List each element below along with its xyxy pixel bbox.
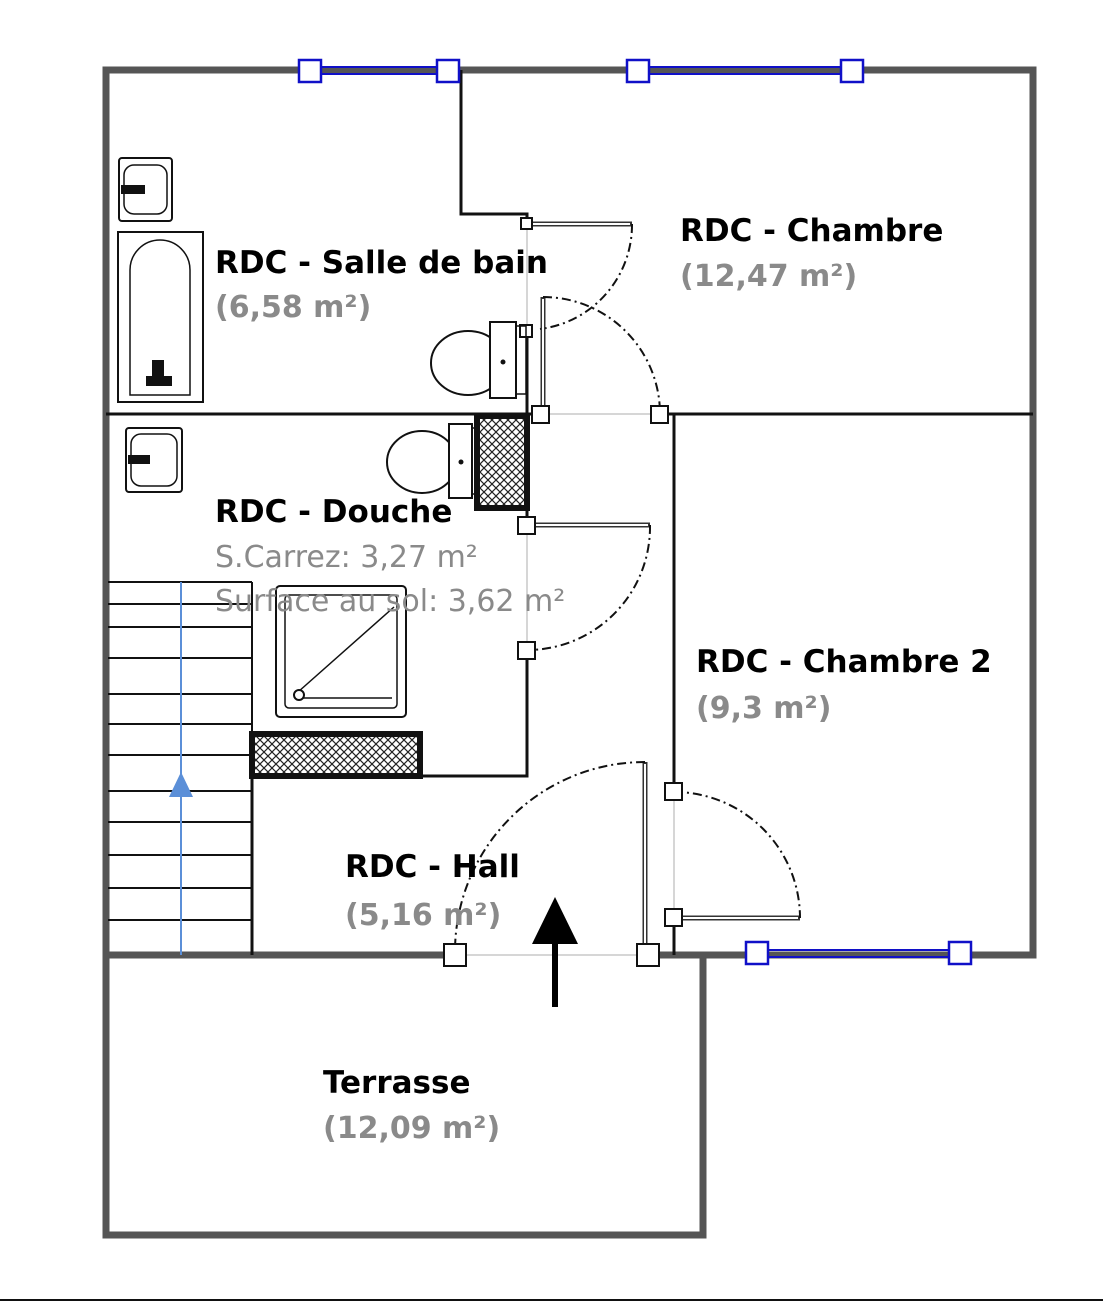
room-floor-area: Surface au sol: 3,62 m² (215, 584, 565, 619)
room-area: (12,47 m²) (680, 259, 857, 294)
room-salle-de-bain: RDC - Salle de bain (6,58 m²) (215, 245, 548, 325)
windows (297, 58, 973, 966)
door-entrance (443, 761, 660, 967)
room-name: RDC - Salle de bain (215, 245, 548, 281)
door-chambre (520, 217, 634, 330)
door-salle-de-bain (519, 296, 669, 424)
room-name: RDC - Chambre 2 (696, 644, 992, 680)
toilet-icon (430, 321, 527, 399)
shower-icon (275, 585, 407, 718)
window-chambre2 (744, 940, 973, 966)
duct-columns (249, 413, 530, 779)
room-name: Terrasse (323, 1065, 470, 1101)
exterior-walls (102, 66, 1037, 1239)
room-area: (5,16 m²) (345, 898, 501, 933)
room-chambre2: RDC - Chambre 2 (9,3 m²) (696, 644, 992, 726)
room-area: (9,3 m²) (696, 691, 831, 726)
room-douche: RDC - Douche S.Carrez: 3,27 m² Surface a… (215, 494, 565, 619)
window-bathroom (297, 58, 461, 84)
room-hall: RDC - Hall (5,16 m²) (345, 849, 520, 933)
window-chambre (625, 58, 865, 84)
entrance-arrow-icon (532, 897, 578, 1007)
room-area: (6,58 m²) (215, 290, 371, 325)
room-name: RDC - Hall (345, 849, 520, 885)
doors (443, 217, 801, 967)
washbasin-icon (118, 157, 173, 222)
room-name: RDC - Chambre (680, 213, 943, 249)
bathtub-icon (117, 231, 204, 403)
washbasin-icon (125, 427, 183, 493)
staircase-icon (108, 581, 253, 955)
toilet-icon (386, 423, 479, 499)
room-chambre: RDC - Chambre (12,47 m²) (680, 213, 943, 294)
door-douche (517, 516, 652, 660)
room-name: RDC - Douche (215, 494, 452, 530)
door-chambre2 (664, 782, 801, 927)
room-carrez-area: S.Carrez: 3,27 m² (215, 540, 478, 575)
room-area: (12,09 m²) (323, 1111, 500, 1146)
room-terrasse: Terrasse (12,09 m²) (323, 1065, 500, 1146)
